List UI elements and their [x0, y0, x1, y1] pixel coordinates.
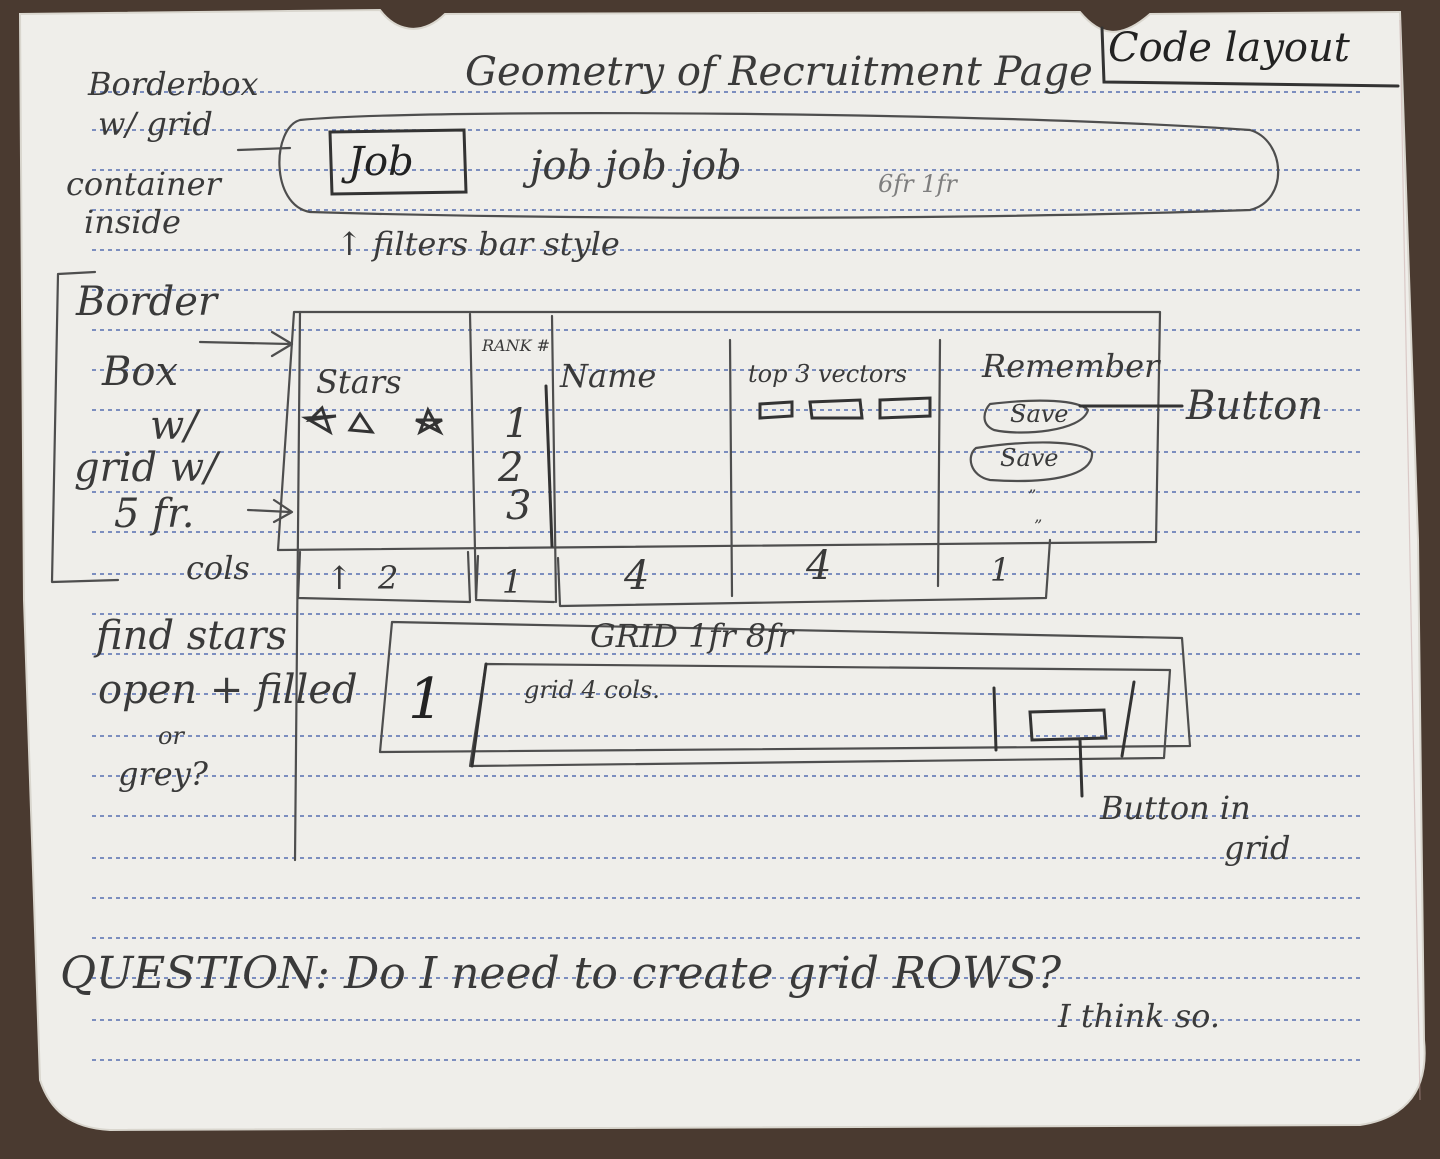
page-title: Geometry of Recruitment Page — [465, 49, 1093, 95]
note-line: 5 fr. — [114, 491, 195, 537]
note-line: or — [158, 722, 184, 750]
ruled-lines — [92, 91, 1362, 1061]
column-header: RANK # — [482, 336, 551, 355]
note-line: grey? — [118, 755, 208, 793]
rank-column-bar — [544, 384, 554, 548]
job-items: job job job — [530, 143, 742, 189]
note-line: cols — [186, 549, 250, 587]
button-note: Button — [1186, 383, 1324, 429]
ditto-mark: ” — [1034, 516, 1043, 535]
filters-caption: ↑ filters bar style — [336, 225, 620, 263]
note-line: w/ — [150, 403, 198, 449]
star-sketches — [301, 405, 444, 436]
note-line: w/ grid — [98, 105, 213, 143]
rank-value: 2 — [498, 445, 524, 491]
grid-button-note: grid — [1224, 829, 1291, 867]
save-button-label: Save — [1000, 444, 1059, 472]
job-box-label: Job — [348, 139, 414, 185]
vector-chips — [758, 396, 932, 420]
fr-row-boxes — [296, 538, 1052, 608]
grid-outline — [378, 620, 1192, 754]
column-dividers — [728, 338, 942, 598]
note-line: Border — [76, 279, 217, 325]
inner-grid-label: grid 4 cols. — [524, 676, 660, 704]
fr-value: 1 — [502, 563, 523, 601]
fr-value: 2 — [378, 559, 399, 597]
note-line: find stars — [96, 613, 287, 659]
note-line: open + filled — [98, 667, 358, 713]
question-text: QUESTION: Do I need to create grid ROWS? — [60, 948, 1062, 999]
margin-line — [1399, 19, 1421, 1101]
fr-value: 4 — [806, 543, 832, 589]
note-line: container — [66, 165, 221, 203]
fr-value: 4 — [624, 553, 650, 599]
save-button-sketch-2 — [969, 441, 1094, 483]
save-button-label: Save — [1010, 400, 1069, 428]
corner-label-frame — [1100, 26, 1400, 88]
table-outline — [276, 310, 1162, 552]
fr-value: 1 — [990, 551, 1011, 589]
rank-value: 3 — [506, 483, 532, 529]
note-line: Borderbox — [88, 65, 259, 103]
column-header: top 3 vectors — [748, 360, 908, 388]
note-line: inside — [84, 203, 181, 241]
grid-left-cell: 1 — [408, 667, 444, 732]
save-button-sketch — [983, 399, 1090, 434]
left-bracket — [50, 270, 120, 584]
job-box-outline — [328, 128, 468, 196]
rank-column-lines — [468, 312, 558, 604]
filters-bar-outline — [278, 112, 1280, 219]
note-line: Box — [102, 349, 179, 395]
column-header: Remember — [982, 347, 1160, 385]
corner-label: Code layout — [1108, 25, 1350, 71]
note-pointer-line — [236, 146, 292, 152]
paper-sheet — [18, 8, 1426, 1132]
inner-grid-dividers — [470, 662, 1136, 768]
grid-button-note: Button in — [1100, 789, 1251, 827]
width-note: 6fr 1fr — [878, 170, 957, 198]
rank-value: 1 — [504, 401, 530, 447]
arrow-mark: ↑ — [326, 559, 353, 597]
answer-text: I think so. — [1058, 997, 1220, 1035]
note-line: grid w/ — [74, 445, 218, 491]
column-header: Name — [560, 357, 657, 395]
ditto-mark: ” — [1028, 486, 1037, 505]
grid-label: GRID 1fr 8fr — [590, 617, 794, 655]
grid-button-sketch — [1028, 708, 1108, 798]
column-header: Stars — [316, 363, 402, 401]
